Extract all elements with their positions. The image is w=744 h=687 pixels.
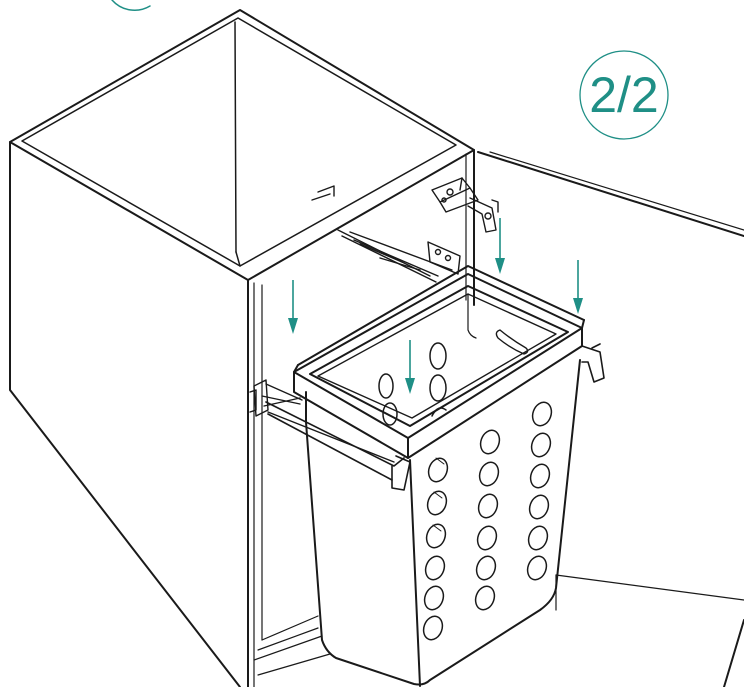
bin-holes-back xyxy=(378,342,447,426)
bin-rails xyxy=(265,343,605,491)
bin-holes-left-face xyxy=(422,457,449,641)
down-arrows xyxy=(288,218,583,394)
down-arrow-icon xyxy=(288,280,298,334)
bin-body xyxy=(305,293,581,687)
down-arrow-icon xyxy=(573,260,583,314)
bin-frame xyxy=(293,265,585,459)
cabinet-left-side xyxy=(9,141,241,687)
down-arrow-icon xyxy=(495,218,505,274)
step-indicator: 2/2 xyxy=(579,50,669,140)
cabinet-illustration xyxy=(9,0,744,687)
cabinet-top xyxy=(9,9,475,281)
step-indicator-text: 2/2 xyxy=(589,67,659,123)
bin-handle-slot xyxy=(495,329,529,355)
bin-holes-front-col1 xyxy=(474,429,501,611)
drawer-runners xyxy=(311,185,461,283)
down-arrow-icon xyxy=(405,340,415,394)
cabinet-top-opening xyxy=(21,17,457,267)
previous-step-marker xyxy=(111,0,151,12)
left-runner-bracket xyxy=(249,379,395,463)
cabinet-door xyxy=(477,151,744,237)
step-indicator-circle xyxy=(579,50,669,140)
hinge xyxy=(431,177,499,233)
bin-holes-front-col2 xyxy=(526,401,553,581)
